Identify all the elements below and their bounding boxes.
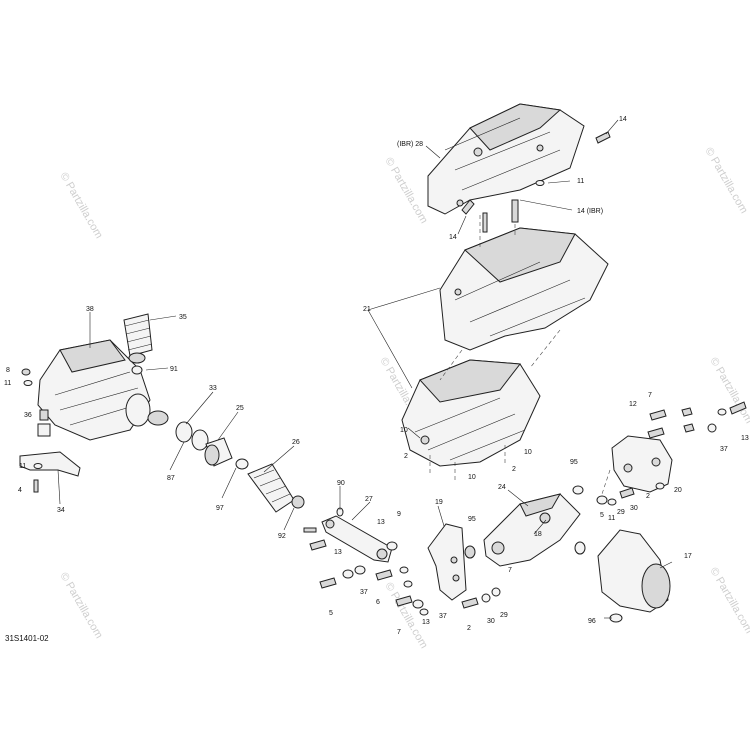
callout-label: 13 <box>377 519 385 526</box>
callout-label: 19 <box>435 499 443 506</box>
callout-label: 10 <box>468 474 476 481</box>
callout-label: 95 <box>468 516 476 523</box>
exhaust-pipe-part <box>597 529 671 623</box>
callout-label: 92 <box>278 533 286 540</box>
watermark: © Partzilla.com <box>382 156 429 226</box>
callout-label: 7 <box>508 567 512 574</box>
callout-label: 11 <box>577 178 584 185</box>
watermark: © Partzilla.com <box>57 171 104 241</box>
callout-label: 5 <box>329 610 333 617</box>
callout-label: 14 <box>449 234 457 241</box>
callout-label: 96 <box>588 618 596 625</box>
callout-label: 4 <box>18 487 22 494</box>
callout-label: 7 <box>648 392 652 399</box>
bellows-boot-part <box>123 313 153 375</box>
callout-label: 25 <box>236 405 244 412</box>
left-small-parts <box>19 368 81 493</box>
watermark: © Partzilla.com <box>707 566 750 636</box>
bracket-part <box>427 523 476 601</box>
callout-label: 91 <box>170 366 178 373</box>
top-fasteners <box>461 131 611 233</box>
callout-label: 2 <box>646 493 650 500</box>
callout-label: 21 <box>363 306 371 313</box>
callout-label: 6 <box>376 599 380 606</box>
diagram-reference-code: 31S1401-02 <box>5 634 49 643</box>
callout-label: 10 <box>400 427 408 434</box>
callout-label: 2 <box>404 453 408 460</box>
callout-label: 8 <box>6 367 10 374</box>
bottom-fasteners <box>303 527 586 616</box>
callout-label: 34 <box>57 507 65 514</box>
callout-label: 20 <box>674 487 682 494</box>
o-rings-part <box>175 421 209 451</box>
callout-label: 33 <box>209 385 217 392</box>
callout-label: 29 <box>500 612 508 619</box>
callout-label: 13 <box>422 619 430 626</box>
callout-leaders <box>57 119 673 619</box>
callout-label: 11 <box>19 463 26 470</box>
callout-label: 37 <box>360 589 368 596</box>
gearbox-housing-part <box>37 339 169 441</box>
callout-label: 26 <box>292 439 300 446</box>
callout-label: 2 <box>467 625 471 632</box>
callout-label: 14 (IBR) <box>577 208 603 215</box>
callout-label: 7 <box>397 629 401 636</box>
callout-labels: (IBR) 28 14 11 14 (IBR) 14 21 35 38 8 11… <box>4 116 749 636</box>
engine-mount-part <box>611 435 673 493</box>
callout-label: 30 <box>487 618 495 625</box>
callout-label: 24 <box>498 484 506 491</box>
callout-label: 2 <box>512 466 516 473</box>
callout-label: 17 <box>684 553 692 560</box>
callout-label: 12 <box>629 401 637 408</box>
callout-label: 37 <box>720 446 728 453</box>
link-arm-part <box>321 507 393 563</box>
lower-cover-part <box>401 359 541 467</box>
watermark: © Partzilla.com <box>702 146 749 216</box>
callout-label: 10 <box>524 449 532 456</box>
watermark: © Partzilla.com <box>57 571 104 641</box>
callout-label: 18 <box>534 531 542 538</box>
callout-label: 90 <box>337 480 345 487</box>
callout-label: 29 <box>617 509 625 516</box>
callout-label: 95 <box>570 459 578 466</box>
top-cover-part <box>427 103 585 215</box>
callout-label: 5 <box>600 512 604 519</box>
watermark: © Partzilla.com <box>382 581 429 651</box>
callout-label: 27 <box>365 496 373 503</box>
watermark: © Partzilla.com <box>707 356 750 426</box>
callout-label: 13 <box>334 549 342 556</box>
callout-label: 30 <box>630 505 638 512</box>
callout-label: 11 <box>608 515 615 522</box>
callout-label: 37 <box>439 613 447 620</box>
sleeve-part <box>204 437 249 470</box>
callout-label: (IBR) 28 <box>397 141 423 148</box>
callout-label: 36 <box>24 412 32 419</box>
callout-label: 38 <box>86 306 94 313</box>
callout-label: 11 <box>4 380 11 387</box>
callout-label: 9 <box>397 511 401 518</box>
callout-label: 87 <box>167 475 175 482</box>
support-arm-part <box>483 493 581 567</box>
drive-boot-part <box>247 463 305 513</box>
callout-label: 13 <box>741 435 749 442</box>
callout-label: 97 <box>216 505 224 512</box>
right-fasteners <box>572 401 747 506</box>
middle-cover-part <box>439 227 609 351</box>
callout-label: 14 <box>619 116 627 123</box>
callout-label: 35 <box>179 314 187 321</box>
